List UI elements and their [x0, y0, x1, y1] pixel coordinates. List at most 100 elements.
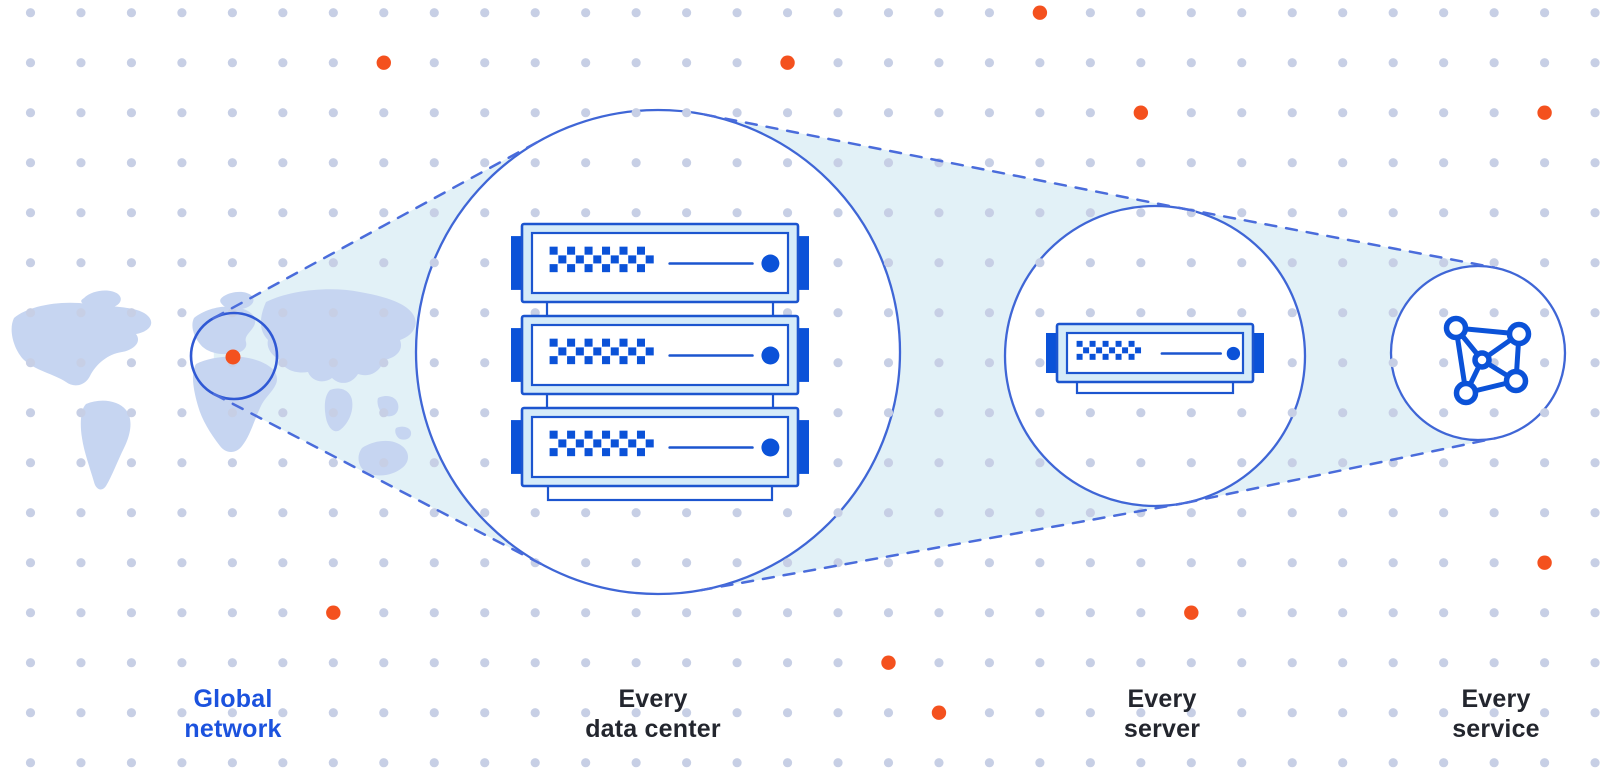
grid-dot	[1439, 258, 1449, 268]
grid-dot	[530, 758, 540, 768]
orange-highlight-dot	[780, 55, 795, 70]
grid-dot	[25, 58, 36, 68]
grid-dot	[227, 8, 237, 18]
dot-matrix-pixel	[584, 430, 593, 439]
grid-dot	[1388, 308, 1398, 318]
dot-matrix-pixel	[636, 246, 645, 255]
grid-dot	[833, 708, 843, 718]
grid-dot	[126, 458, 137, 468]
grid-dot	[126, 358, 137, 368]
grid-dot	[177, 708, 187, 718]
grid-dot	[480, 308, 490, 318]
grid-dot	[581, 608, 591, 618]
grid-dot	[782, 508, 793, 518]
grid-dot	[631, 658, 641, 668]
grid-dot	[934, 608, 944, 618]
grid-dot	[833, 108, 843, 118]
grid-dot	[581, 208, 591, 218]
grid-dot	[682, 508, 692, 518]
dot-matrix-pixel	[619, 264, 628, 273]
grid-dot	[429, 708, 439, 718]
grid-dot	[480, 558, 490, 568]
grid-dot	[379, 508, 389, 518]
grid-dot	[1439, 8, 1449, 18]
grid-dot	[278, 708, 288, 718]
grid-dot	[631, 158, 641, 168]
grid-dot	[1388, 508, 1398, 518]
grid-dot	[1287, 308, 1297, 318]
grid-dot	[278, 458, 288, 468]
grid-dot	[480, 408, 490, 418]
grid-dot	[328, 108, 338, 118]
grid-dot	[1489, 508, 1499, 518]
grid-dot	[934, 8, 944, 18]
grid-dot	[1085, 408, 1095, 418]
grid-dot	[1136, 558, 1146, 568]
grid-dot	[1186, 658, 1196, 668]
grid-dot	[1388, 58, 1398, 68]
grid-dot	[782, 158, 793, 168]
grid-dot	[732, 158, 742, 168]
grid-dot	[1489, 758, 1499, 768]
grid-dot	[1590, 758, 1600, 768]
grid-dot	[126, 608, 137, 618]
grid-dot	[1439, 558, 1449, 568]
orange-highlight-dot	[1133, 105, 1149, 120]
grid-dot	[682, 8, 692, 18]
grid-dot	[177, 58, 187, 68]
grid-dot	[278, 558, 288, 568]
orange-highlight-dot	[376, 55, 391, 70]
grid-dot	[480, 208, 490, 218]
grid-dot	[25, 308, 36, 318]
grid-dot	[631, 58, 641, 68]
grid-dot	[76, 708, 86, 718]
dot-matrix-pixel	[628, 255, 637, 264]
grid-dot	[782, 108, 793, 118]
dot-matrix-pixel	[636, 430, 645, 439]
continent-shape	[81, 290, 121, 309]
dot-matrix-pixel	[549, 246, 558, 255]
grid-dot	[278, 108, 288, 118]
grid-dot	[782, 8, 793, 18]
grid-dot	[177, 458, 187, 468]
grid-dot	[833, 608, 843, 618]
dot-matrix-pixel	[1089, 353, 1096, 360]
grid-dot	[1287, 708, 1297, 718]
grid-dot	[1136, 308, 1146, 318]
grid-dot	[1186, 708, 1196, 718]
grid-dot	[1439, 608, 1449, 618]
grid-dot	[682, 658, 692, 668]
grid-dot	[581, 558, 591, 568]
dot-matrix-pixel	[1076, 353, 1083, 360]
grid-dot	[530, 708, 540, 718]
server-side-tab	[797, 420, 809, 474]
grid-dot	[328, 508, 338, 518]
server-led	[761, 438, 780, 457]
grid-dot	[1085, 608, 1095, 618]
grid-dot	[1439, 758, 1449, 768]
grid-dot	[328, 308, 338, 318]
grid-dot	[1237, 758, 1247, 768]
grid-dot	[1388, 208, 1398, 218]
grid-dot	[1338, 508, 1348, 518]
dot-matrix-pixel	[610, 347, 619, 356]
grid-dot	[530, 658, 540, 668]
grid-dot	[1035, 458, 1045, 468]
grid-dot	[379, 308, 389, 318]
grid-dot	[1439, 108, 1449, 118]
dashed-tangent-line	[699, 502, 1183, 592]
grid-dot	[1388, 158, 1398, 168]
grid-dot	[429, 258, 439, 268]
grid-dot	[328, 208, 338, 218]
world-map	[11, 289, 416, 490]
grid-dot	[581, 758, 591, 768]
grid-dot	[883, 208, 894, 218]
grid-dot	[1540, 608, 1550, 618]
grid-dot	[1338, 8, 1348, 18]
grid-dot	[984, 158, 995, 168]
dot-matrix-pixel	[584, 264, 593, 273]
grid-dot	[379, 608, 389, 618]
mesh-node	[1506, 321, 1532, 347]
dot-matrix-pixel	[584, 448, 593, 457]
grid-dot	[1489, 108, 1499, 118]
